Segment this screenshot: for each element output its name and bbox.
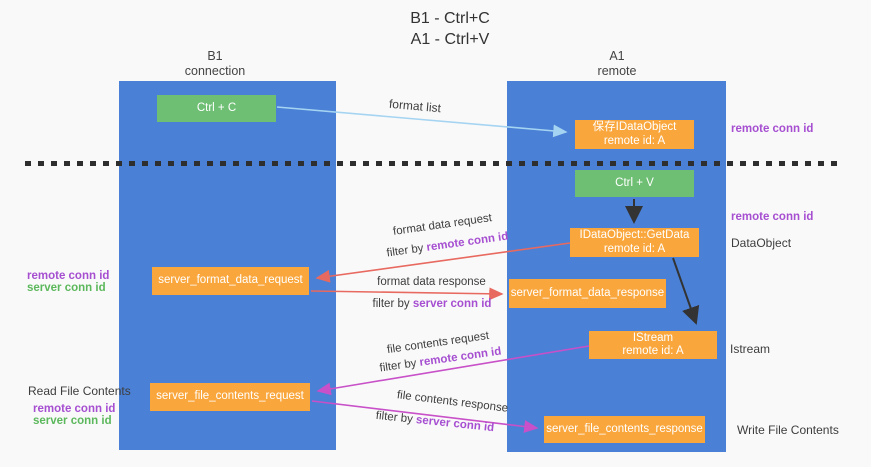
remote-conn-id-highlight: remote conn id [425, 230, 510, 254]
filter-by-text: filter by [378, 356, 421, 375]
filter-by-text: filter by [385, 241, 428, 260]
lane-b1-role: connection [184, 64, 246, 78]
save-idataobject-line2: remote id: A [603, 134, 666, 147]
save-idataobject-box: 保存IDataObject remote id: A [575, 120, 694, 149]
filter-by-text: filter by [372, 298, 413, 310]
diagram-title: B1 - Ctrl+C A1 - Ctrl+V [350, 8, 550, 50]
filter-by-server-conn-id-label-2: filter by server conn id [375, 410, 496, 434]
ctrl-v-box: Ctrl + V [575, 170, 694, 197]
remote-conn-id-note-left-mid: remote conn id [27, 270, 110, 282]
lane-b1-name: B1 [207, 49, 223, 63]
ctrl-c-label: Ctrl + C [196, 101, 237, 114]
title-line-2: A1 - Ctrl+V [410, 31, 490, 48]
remote-conn-id-note-right-mid: remote conn id [731, 211, 814, 223]
read-file-contents-note: Read File Contents [28, 384, 131, 398]
filter-by-text: filter by [375, 409, 417, 426]
server-conn-id-highlight: server conn id [415, 414, 495, 435]
dataobject-note: DataObject [731, 236, 792, 250]
lane-a1-name: A1 [609, 49, 625, 63]
phase-separator-dashed-line [25, 161, 837, 166]
format-data-response-arrow [310, 287, 504, 301]
server-format-data-response-label: server_format_data_response [510, 286, 665, 299]
ctrl-v-label: Ctrl + V [615, 176, 654, 189]
istream-note: Istream [730, 342, 771, 356]
server-file-contents-response-label: server_file_contents_response [546, 422, 703, 435]
server-conn-id-highlight: server conn id [412, 298, 492, 310]
file-contents-response-label: file contents response [396, 389, 509, 415]
getdata-line2: remote id: A [603, 242, 666, 255]
server-file-contents-request-label: server_file_contents_request [156, 390, 304, 403]
save-idataobject-line1: 保存IDataObject [592, 121, 677, 133]
server-conn-id-note-left-mid: server conn id [27, 282, 106, 294]
lane-a1-role: remote [597, 64, 637, 78]
lane-header-a1: A1 remote [547, 49, 687, 79]
getdata-line1: IDataObject::GetData [579, 229, 690, 241]
write-file-contents-note: Write File Contents [737, 423, 839, 437]
idataobject-getdata-box: IDataObject::GetData remote id: A [570, 228, 699, 257]
filter-by-server-conn-id-label-1: filter by server conn id [372, 298, 492, 310]
remote-conn-id-note-left-bottom: remote conn id [33, 403, 116, 415]
istream-line2: remote id: A [622, 345, 684, 357]
server-file-contents-request-box: server_file_contents_request [150, 383, 310, 411]
server-file-contents-response-box: server_file_contents_response [544, 416, 705, 443]
lane-header-b1: B1 connection [145, 49, 285, 79]
format-list-label: format list [388, 96, 442, 116]
remote-conn-id-note-right-top: remote conn id [731, 123, 814, 135]
istream-line1: IStream [632, 331, 674, 344]
istream-box: IStream remote id: A [589, 331, 717, 359]
server-format-data-request-box: server_format_data_request [152, 267, 309, 295]
server-format-data-request-label: server_format_data_request [158, 274, 303, 287]
server-format-data-response-box: server_format_data_response [509, 279, 666, 308]
server-conn-id-note-left-bottom: server conn id [33, 415, 112, 427]
format-data-response-label: format data response [377, 276, 486, 288]
title-line-1: B1 - Ctrl+C [410, 10, 490, 27]
ctrl-c-box: Ctrl + C [157, 95, 276, 122]
